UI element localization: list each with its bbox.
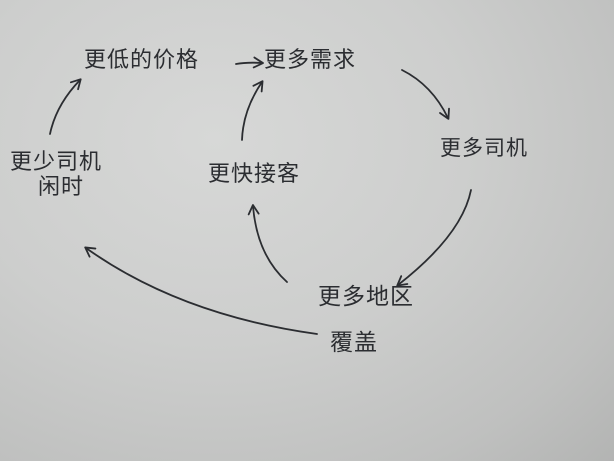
node-more-coverage: 更多地区 覆盖 <box>318 284 414 357</box>
node-less-idle-label-line2: 闲时 <box>38 175 85 201</box>
node-more-coverage-label-line2: 覆盖 <box>330 330 378 357</box>
arrow-more-drivers-to-more-coverage <box>396 189 472 287</box>
node-lower-price: 更低的价格 <box>84 48 199 73</box>
node-more-coverage-label-line1: 更多地区 <box>318 284 414 310</box>
arrow-faster-pickup-to-more-demand <box>241 80 264 141</box>
arrow-more-coverage-to-less-idle <box>84 246 318 335</box>
arrow-more-demand-to-more-drivers <box>401 69 450 120</box>
arrow-less-idle-to-lower-price <box>49 78 82 135</box>
node-more-demand: 更多需求 <box>264 48 356 73</box>
node-less-idle: 更少司机 闲时 <box>10 150 102 201</box>
node-faster-pickup-label: 更快接客 <box>208 162 301 187</box>
node-faster-pickup: 更快接客 <box>208 162 300 187</box>
node-lower-price-label: 更低的价格 <box>84 48 200 73</box>
node-more-demand-label: 更多需求 <box>264 48 357 73</box>
node-less-idle-label-line1: 更少司机 <box>10 150 103 175</box>
node-more-drivers-label: 更多司机 <box>440 136 528 160</box>
node-more-drivers: 更多司机 <box>440 136 528 160</box>
arrow-more-coverage-to-faster-pickup <box>247 204 288 283</box>
arrow-lower-price-to-more-demand <box>235 56 264 69</box>
